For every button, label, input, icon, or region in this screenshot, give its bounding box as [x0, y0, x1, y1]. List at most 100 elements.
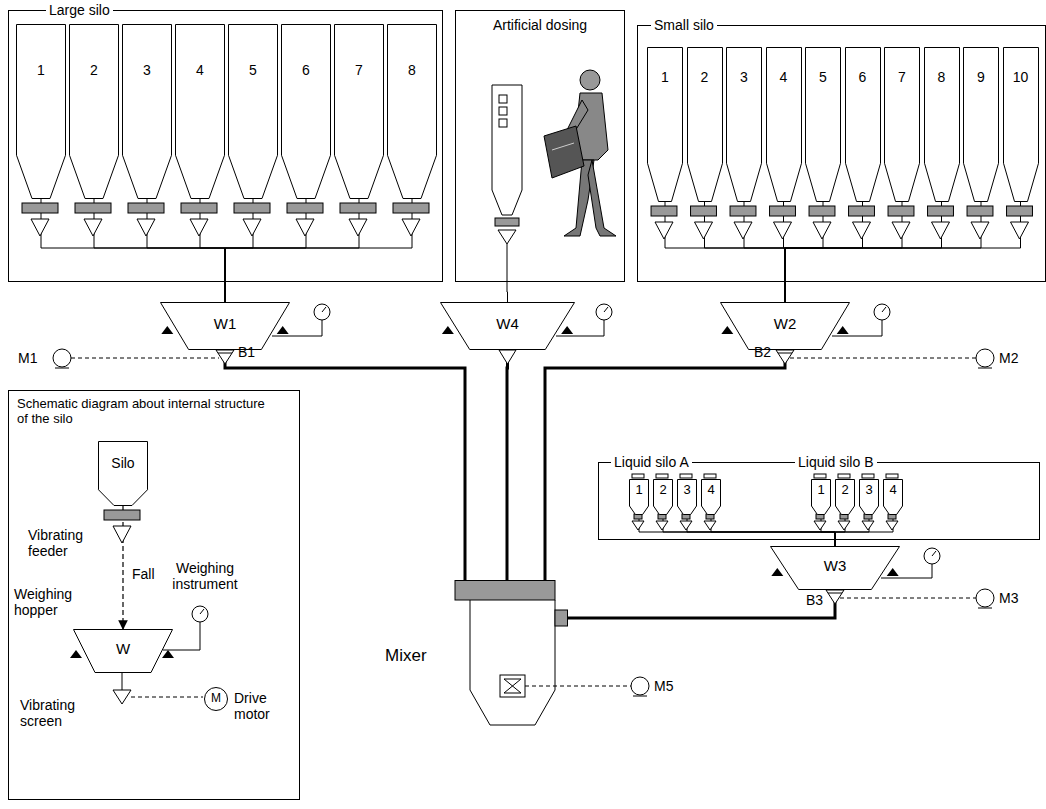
operator-figure: [552, 143, 574, 150]
drive-motor: [976, 589, 994, 607]
silo: 6: [845, 47, 881, 202]
liquid-feeder: [632, 521, 644, 530]
silo-outline: [99, 442, 148, 506]
panel-title: Artificial dosing: [492, 17, 588, 33]
weighing-instrument: [556, 320, 604, 336]
silo: 10: [1003, 47, 1039, 202]
vibrating-feeder-plate: [888, 206, 914, 216]
silo-lid: [704, 474, 716, 478]
vibrating-feeder-plate: [340, 203, 376, 213]
vibrating-feeder-plate: [770, 206, 796, 216]
material-line: [147, 199, 225, 302]
material-line: [705, 202, 786, 302]
weighing-hopper: W4: [440, 302, 575, 350]
material-line: [568, 590, 835, 618]
drive-motor: [978, 368, 992, 369]
dosing-silo: [498, 230, 516, 244]
vibrating-feeder-plate: [809, 206, 835, 216]
vibrating-feeder: [1011, 222, 1029, 239]
panel-title: Liquid silo B: [795, 454, 877, 470]
silo-group-panel: Large silo12345678: [8, 10, 443, 282]
silo: 1: [811, 479, 831, 515]
silo: 3: [677, 479, 697, 515]
silo: 2: [687, 47, 723, 202]
node-label: 2: [659, 483, 666, 498]
material-line: [785, 202, 1021, 302]
weighing-hopper: W: [73, 629, 173, 673]
shape-outline: [69, 24, 119, 199]
material-line: [94, 199, 225, 302]
load-cell-foot: [162, 650, 174, 658]
load-cell-foot: [887, 568, 899, 576]
silo-lid: [680, 474, 692, 478]
material-line: [711, 515, 835, 546]
vibrating-feeder-plate: [1007, 206, 1033, 216]
node-label: 4: [889, 483, 896, 498]
hopper-outline: [161, 303, 290, 350]
discharge-valve: [216, 350, 844, 604]
drive-motor: [525, 686, 631, 687]
silo-lid: [814, 474, 826, 478]
vibrating-feeder: [190, 219, 208, 236]
weighing-instrument: [604, 307, 608, 312]
vibrating-feeder: [813, 222, 831, 239]
node-label: W4: [496, 315, 519, 332]
weighing-instrument: [874, 304, 890, 320]
silo-lid: [862, 474, 874, 478]
silo-outline: [727, 48, 762, 202]
load-cell-foot: [442, 326, 454, 334]
vibrating-feeder: [655, 222, 673, 239]
weighing-instrument: [192, 606, 208, 622]
node-label: W3: [824, 557, 847, 574]
material-line: [785, 202, 981, 302]
node-label: 2: [701, 69, 709, 85]
silo-outline: [806, 48, 841, 202]
drive-motor: [633, 696, 647, 697]
liquid-feeder: [656, 521, 668, 530]
silo-outline: [924, 48, 959, 202]
node-label: M: [211, 692, 221, 706]
vibrating-feeder-plate: [287, 203, 323, 213]
silo-outline: [176, 25, 225, 199]
dosing-silo: [495, 218, 519, 226]
vibrating-feeder: [892, 222, 910, 239]
mixer-side-inlet: [555, 610, 568, 626]
vibrating-feeder: [31, 219, 49, 236]
vibrating-feeder-plate: [651, 206, 677, 216]
silo: 3: [122, 24, 172, 199]
node-label: 7: [355, 62, 363, 78]
weighing-instrument: [924, 548, 940, 564]
vibrating-feeder: [734, 222, 752, 239]
vibrating-screen: [122, 672, 123, 690]
load-cell-foot: [771, 568, 783, 576]
silo: 5: [805, 47, 841, 202]
material-line: [663, 515, 835, 546]
weighing-instrument: [272, 320, 322, 336]
weighing-instrument: [881, 564, 932, 578]
material-line: [122, 506, 123, 629]
silo: 4: [883, 479, 903, 515]
discharge-valve: [826, 590, 844, 604]
part-annotation: Fall: [132, 566, 155, 582]
hopper-outline: [721, 303, 850, 350]
material-line: [225, 199, 412, 302]
liquid-feeder: [886, 521, 898, 530]
discharge-valve: [216, 350, 234, 364]
shape-outline: [98, 441, 148, 506]
vibrating-feeder-plate: [128, 203, 164, 213]
node-label: 8: [938, 69, 946, 85]
material-line: [225, 350, 465, 580]
node-label: 2: [841, 483, 848, 498]
node-label: Silo: [111, 455, 134, 471]
silo-outline: [654, 480, 673, 515]
discharge-valve: [828, 593, 842, 594]
silo-outline: [123, 25, 172, 199]
impeller-blades: [504, 679, 521, 693]
material-line: [821, 515, 835, 546]
material-line: [545, 350, 785, 580]
load-cell-foot: [161, 326, 173, 334]
vibrating-feeder-plate: [849, 206, 875, 216]
discharge-valve: [218, 353, 232, 354]
silo: 7: [334, 24, 384, 199]
vibrating-screen: [113, 690, 131, 704]
